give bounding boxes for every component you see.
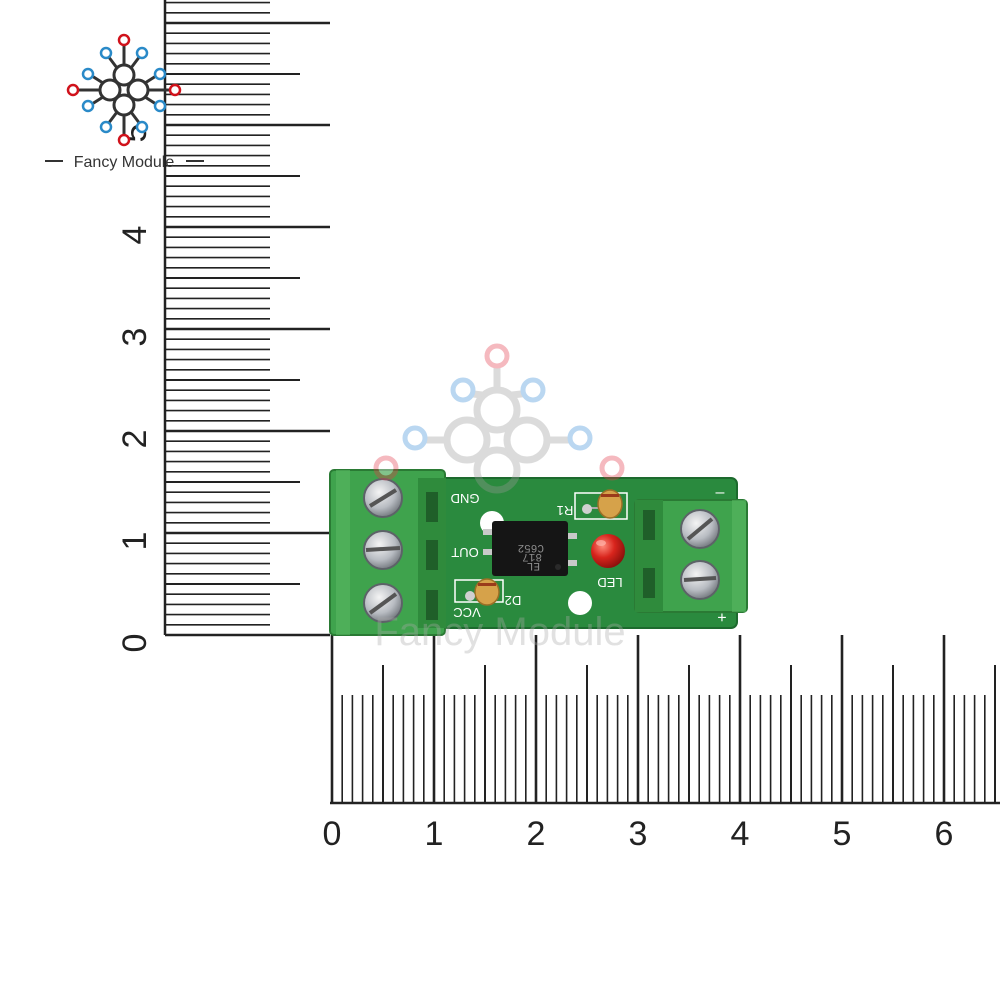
silkscreen-r1: R1 xyxy=(557,503,574,518)
vruler-label-4: 4 xyxy=(116,226,154,245)
screw-vcc xyxy=(363,583,403,623)
silkscreen-gnd: GND xyxy=(451,491,480,506)
silkscreen-plus: + xyxy=(717,608,726,625)
hruler-label-4: 4 xyxy=(731,815,750,853)
silkscreen-vcc: VCC xyxy=(453,605,480,620)
hruler-label-1: 1 xyxy=(425,815,444,853)
horizontal-ruler: 0 1 2 3 4 5 6 xyxy=(323,635,1000,853)
hruler-label-6: 6 xyxy=(935,815,954,853)
chip-text-line3: C652 xyxy=(518,541,544,553)
vruler-label-0: 0 xyxy=(116,634,154,653)
chip-text-line2: 817 xyxy=(522,550,542,562)
resistor-r1 xyxy=(582,489,623,519)
vertical-ruler-ticks xyxy=(165,1,330,637)
silkscreen-minus: – xyxy=(716,484,725,501)
hruler-label-5: 5 xyxy=(833,815,852,853)
brand-logo-text: Fancy Module xyxy=(74,154,175,171)
vertical-ruler: 0 1 2 3 4 5 xyxy=(116,0,335,652)
brand-logo: Fancy Module xyxy=(45,33,204,171)
screw-input-minus xyxy=(680,509,720,549)
watermark-text: Fancy Module xyxy=(374,610,625,654)
terminal-block-left xyxy=(329,469,446,636)
vertical-ruler-labels: 0 1 2 3 4 5 xyxy=(116,124,154,653)
horizontal-ruler-ticks xyxy=(330,635,996,803)
screw-gnd xyxy=(363,478,403,518)
hruler-label-0: 0 xyxy=(323,815,342,853)
silkscreen-out: OUT xyxy=(451,545,479,560)
diode-d2 xyxy=(465,578,500,606)
hruler-label-3: 3 xyxy=(629,815,648,853)
vruler-label-3: 3 xyxy=(116,328,154,347)
terminal-block-right xyxy=(634,499,748,613)
screw-input-plus xyxy=(680,560,720,600)
vruler-label-2: 2 xyxy=(116,430,154,449)
chip-text-line1: EL xyxy=(527,559,540,571)
screw-out xyxy=(363,530,403,570)
mounting-hole xyxy=(568,591,592,615)
silkscreen-d2: D2 xyxy=(505,593,522,608)
led-red xyxy=(591,534,625,568)
watermark: Fancy Module xyxy=(373,343,626,654)
optocoupler-chip: EL 817 C652 xyxy=(483,521,577,576)
silkscreen-led: LED xyxy=(597,575,622,590)
hruler-label-2: 2 xyxy=(527,815,546,853)
vruler-label-1: 1 xyxy=(116,532,154,551)
logo-circuit-icon xyxy=(78,45,170,135)
horizontal-ruler-labels: 0 1 2 3 4 5 6 xyxy=(323,815,954,853)
optocoupler-module: GND OUT VCC D2 R1 LED – + EL 817 C652 xyxy=(329,469,748,636)
